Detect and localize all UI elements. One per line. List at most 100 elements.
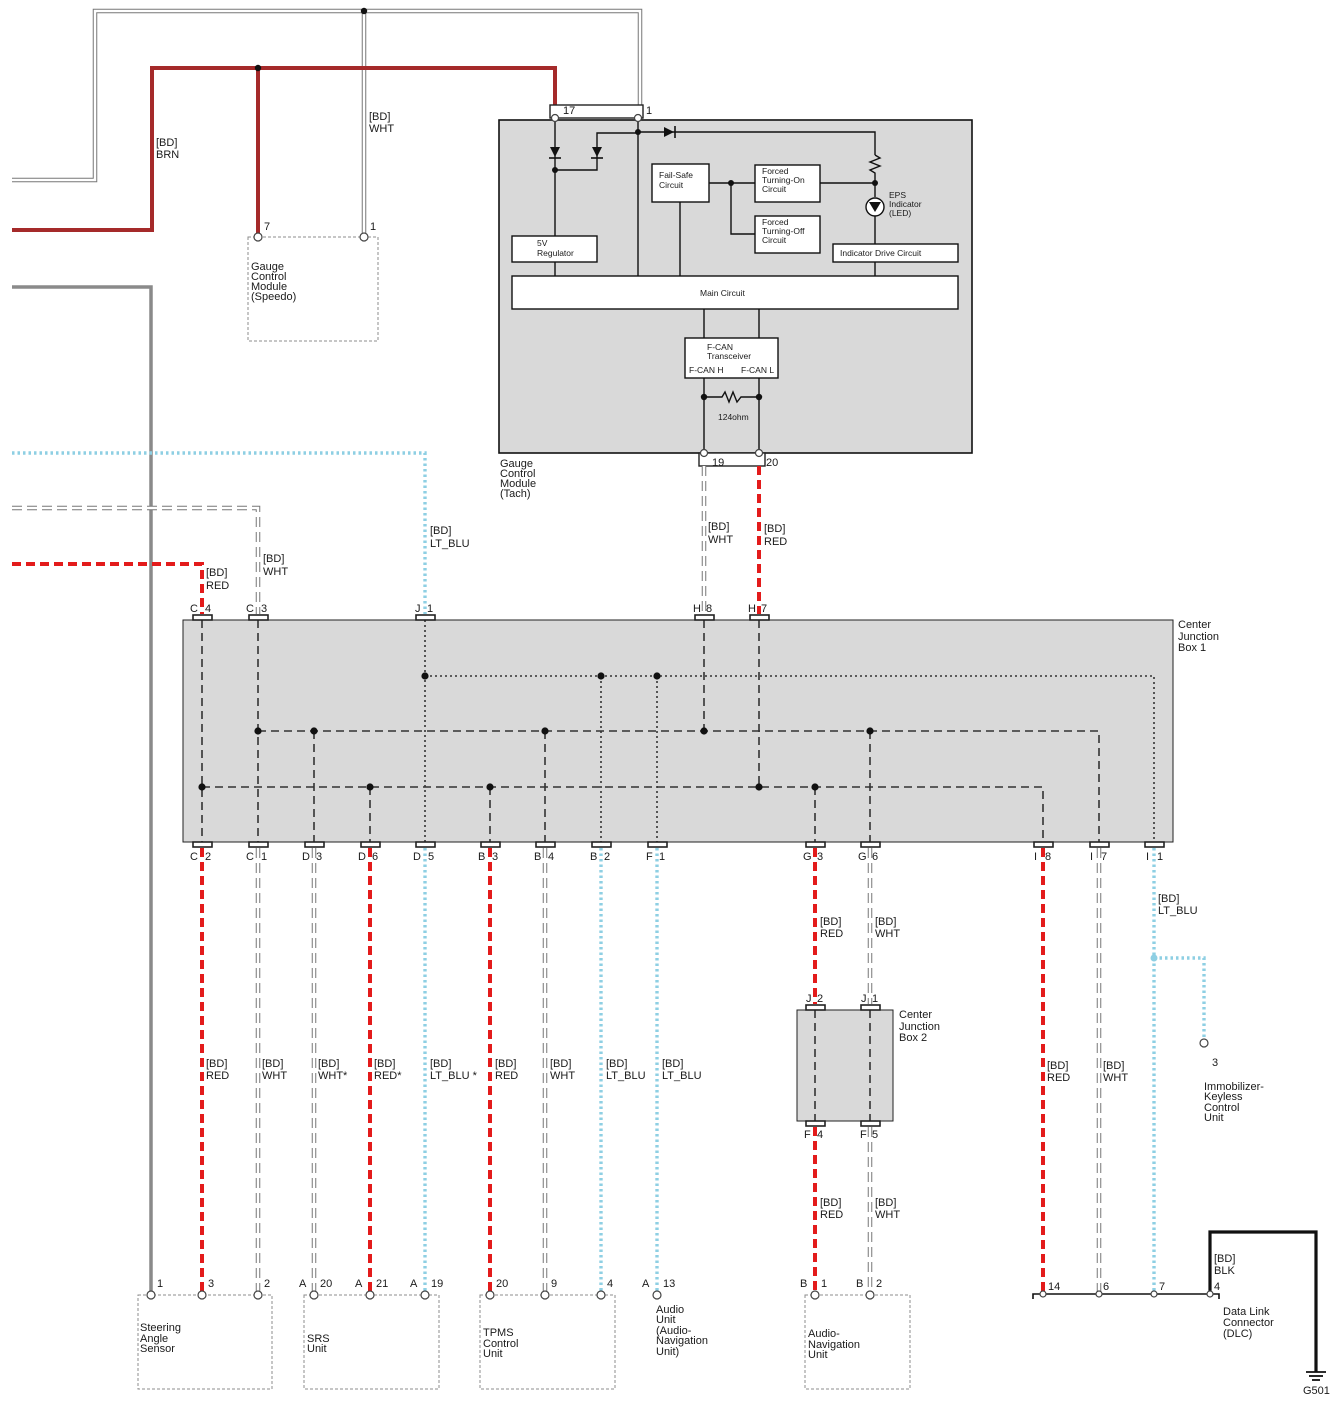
svg-text:[BD]: [BD] bbox=[1214, 1253, 1235, 1265]
svg-text:3: 3 bbox=[316, 851, 322, 863]
svg-text:Circuit: Circuit bbox=[762, 235, 787, 245]
svg-text:3: 3 bbox=[492, 851, 498, 863]
svg-text:[BD]: [BD] bbox=[550, 1058, 571, 1070]
svg-text:[BD]: [BD] bbox=[369, 111, 390, 123]
svg-text:[BD]: [BD] bbox=[430, 1058, 451, 1070]
svg-text:Control: Control bbox=[483, 1338, 518, 1350]
svg-text:D: D bbox=[302, 851, 310, 863]
svg-text:Unit: Unit bbox=[1204, 1112, 1224, 1124]
svg-text:I: I bbox=[1146, 851, 1149, 863]
audio-navigation-unit: B 1 B 2 Audio- Navigation Unit bbox=[800, 1278, 911, 1390]
svg-text:A: A bbox=[642, 1278, 650, 1290]
svg-text:G501: G501 bbox=[1303, 1385, 1330, 1397]
svg-text:4: 4 bbox=[817, 1129, 823, 1141]
svg-text:LT_BLU *: LT_BLU * bbox=[430, 1070, 478, 1082]
svg-text:RED: RED bbox=[206, 580, 229, 592]
svg-text:Audio-: Audio- bbox=[808, 1328, 840, 1340]
svg-text:20: 20 bbox=[496, 1278, 508, 1290]
svg-text:1: 1 bbox=[646, 105, 652, 117]
svg-text:Angle: Angle bbox=[140, 1333, 168, 1345]
center-junction-box-1: Center Junction Box 1 bbox=[182, 619, 1219, 843]
svg-text:20: 20 bbox=[766, 457, 778, 469]
svg-text:Unit: Unit bbox=[808, 1349, 828, 1361]
svg-text:B: B bbox=[534, 851, 541, 863]
svg-text:Module: Module bbox=[500, 478, 536, 490]
svg-text:F: F bbox=[646, 851, 653, 863]
svg-text:3: 3 bbox=[208, 1278, 214, 1290]
svg-text:B: B bbox=[478, 851, 485, 863]
svg-text:Gauge: Gauge bbox=[251, 261, 284, 273]
svg-text:Box 1: Box 1 bbox=[1178, 642, 1206, 654]
svg-text:G: G bbox=[858, 851, 867, 863]
svg-text:Data Link: Data Link bbox=[1223, 1306, 1270, 1318]
svg-text:[BD]: [BD] bbox=[1158, 893, 1179, 905]
svg-text:H: H bbox=[748, 603, 756, 615]
svg-text:RED: RED bbox=[820, 1209, 843, 1221]
svg-text:A: A bbox=[299, 1278, 307, 1290]
svg-text:A: A bbox=[410, 1278, 418, 1290]
svg-text:[BD]: [BD] bbox=[1103, 1060, 1124, 1072]
svg-text:Center: Center bbox=[899, 1009, 932, 1021]
svg-text:(Speedo): (Speedo) bbox=[251, 291, 296, 303]
svg-text:Indicator: Indicator bbox=[889, 199, 922, 209]
svg-text:8: 8 bbox=[706, 603, 712, 615]
svg-text:WHT: WHT bbox=[708, 534, 733, 546]
cjb1-bottom-pins: C 2 C 1 D 3 D 6 D 5 B 3 B 4 B 2 F 1 G 3 … bbox=[190, 841, 1165, 863]
svg-text:[BD]: [BD] bbox=[263, 553, 284, 565]
svg-text:WHT: WHT bbox=[875, 928, 900, 940]
svg-text:5: 5 bbox=[872, 1129, 878, 1141]
svg-text:J: J bbox=[806, 993, 812, 1005]
svg-text:B: B bbox=[590, 851, 597, 863]
svg-text:[BD]: [BD] bbox=[708, 521, 729, 533]
svg-text:(LED): (LED) bbox=[889, 208, 911, 218]
svg-text:Keyless: Keyless bbox=[1204, 1091, 1243, 1103]
svg-text:Gauge: Gauge bbox=[500, 458, 533, 470]
svg-text:[BD]: [BD] bbox=[318, 1058, 339, 1070]
svg-text:C: C bbox=[246, 851, 254, 863]
svg-text:1: 1 bbox=[157, 1278, 163, 1290]
svg-text:F: F bbox=[860, 1129, 867, 1141]
svg-text:13: 13 bbox=[663, 1278, 675, 1290]
data-link-connector: 14 6 7 4 Data Link Connector (DLC) bbox=[1032, 1281, 1274, 1340]
svg-text:B: B bbox=[856, 1278, 863, 1290]
svg-text:C: C bbox=[246, 603, 254, 615]
svg-text:3: 3 bbox=[1212, 1057, 1218, 1069]
svg-text:6: 6 bbox=[872, 851, 878, 863]
svg-text:[BD]: [BD] bbox=[374, 1058, 395, 1070]
svg-text:4: 4 bbox=[548, 851, 554, 863]
label-wht-top: [BD] WHT bbox=[369, 111, 394, 135]
svg-text:Indicator Drive Circuit: Indicator Drive Circuit bbox=[840, 248, 922, 258]
svg-text:WHT: WHT bbox=[875, 1209, 900, 1221]
center-junction-box-2: J 2 J 1 F 4 F 5 Center Junction Box 2 bbox=[796, 993, 940, 1141]
ground-symbol: G501 bbox=[1303, 1371, 1330, 1397]
svg-text:1: 1 bbox=[659, 851, 665, 863]
gray-wire bbox=[12, 285, 153, 1295]
svg-text:7: 7 bbox=[264, 221, 270, 233]
top-white-double-wire bbox=[12, 7, 643, 238]
svg-text:19: 19 bbox=[712, 457, 724, 469]
gauge-control-module-tach: 17 1 Fail-Safe Circuit For bbox=[498, 104, 973, 500]
svg-text:Main Circuit: Main Circuit bbox=[700, 288, 746, 298]
cjb1-top-pins: C 4 C 3 J 1 H 8 H 7 bbox=[190, 603, 770, 621]
svg-text:D: D bbox=[413, 851, 421, 863]
svg-text:Navigation: Navigation bbox=[656, 1335, 708, 1347]
svg-text:Module: Module bbox=[251, 281, 287, 293]
svg-text:RED: RED bbox=[1047, 1072, 1070, 1084]
svg-text:Control: Control bbox=[1204, 1102, 1239, 1114]
svg-text:Unit: Unit bbox=[656, 1314, 676, 1326]
svg-text:[BD]: [BD] bbox=[430, 525, 451, 537]
svg-text:2: 2 bbox=[604, 851, 610, 863]
labels-below-cjb1: [BD] RED [BD] WHT [BD] WHT* [BD] RED* [B… bbox=[206, 893, 1235, 1277]
svg-text:Turning-Off: Turning-Off bbox=[762, 226, 805, 236]
svg-text:BLK: BLK bbox=[1214, 1265, 1235, 1277]
svg-text:[BD]: [BD] bbox=[820, 916, 841, 928]
svg-text:RED: RED bbox=[764, 536, 787, 548]
svg-text:21: 21 bbox=[376, 1278, 388, 1290]
svg-text:5V: 5V bbox=[537, 238, 548, 248]
svg-text:2: 2 bbox=[205, 851, 211, 863]
svg-text:4: 4 bbox=[205, 603, 211, 615]
svg-text:WHT*: WHT* bbox=[318, 1070, 348, 1082]
svg-text:Center: Center bbox=[1178, 619, 1211, 631]
svg-text:Junction: Junction bbox=[1178, 631, 1219, 643]
